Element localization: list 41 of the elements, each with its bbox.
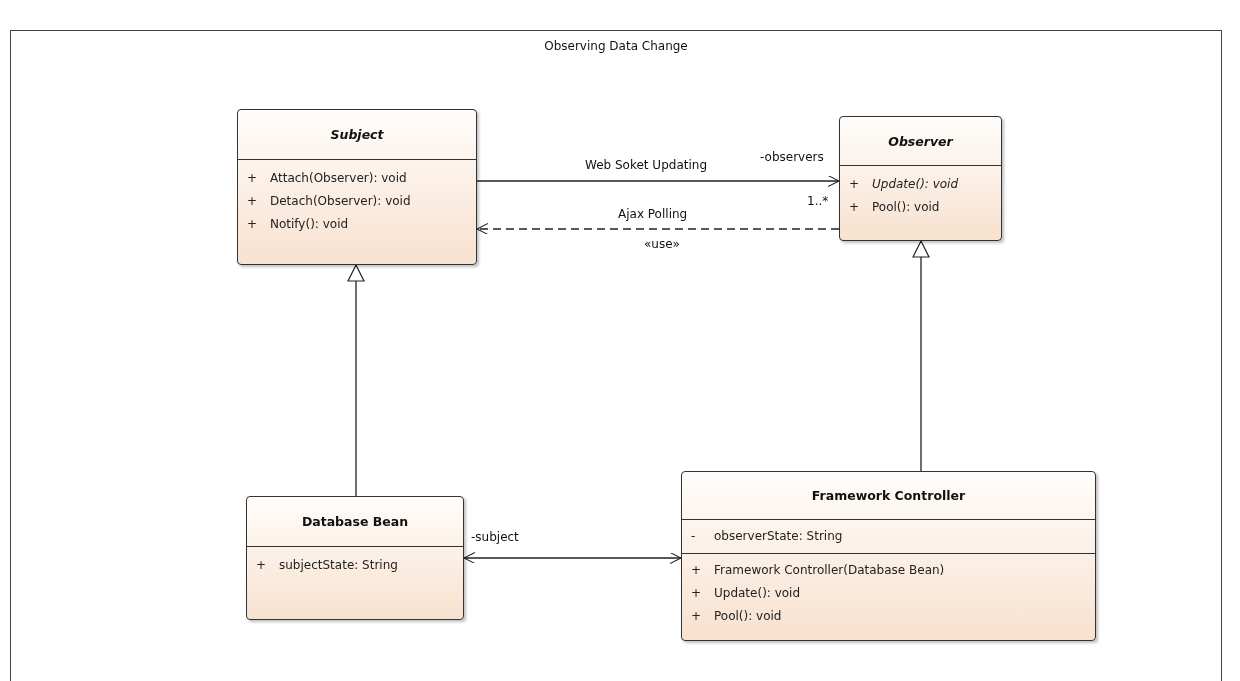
- visibility-symbol: +: [246, 170, 259, 185]
- role-label: -observers: [760, 150, 824, 164]
- generalization-arrow: [347, 264, 365, 497]
- member-signature: Detach(Observer): void: [270, 193, 411, 208]
- member-signature: Framework Controller(Database Bean): [714, 562, 945, 577]
- role-label: 1..*: [807, 194, 829, 208]
- member-signature: Update(): void: [714, 585, 801, 600]
- member-signature: observerState: String: [714, 528, 843, 543]
- visibility-symbol: +: [690, 562, 703, 577]
- member-signature: Attach(Observer): void: [270, 170, 407, 185]
- member-signature: Notify(): void: [270, 216, 349, 231]
- class-box: [237, 109, 477, 265]
- member-signature: Pool(): void: [872, 199, 940, 214]
- edge-label: -subject: [471, 530, 519, 544]
- edge-label: Ajax Polling: [618, 207, 688, 221]
- visibility-symbol: +: [848, 176, 861, 191]
- visibility-symbol: +: [690, 585, 703, 600]
- class-box: [246, 496, 464, 620]
- member-signature: subjectState: String: [279, 557, 398, 572]
- visibility-symbol: +: [246, 216, 259, 231]
- visibility-symbol: +: [690, 608, 703, 623]
- class-name: Database Bean: [301, 514, 409, 529]
- class-name: Framework Controller: [811, 488, 966, 503]
- frame-title: Observing Data Change: [544, 39, 688, 53]
- class-box: [681, 471, 1096, 641]
- association-arrow: [476, 223, 840, 235]
- visibility-symbol: -: [690, 528, 697, 543]
- association-arrow: [476, 175, 840, 187]
- class-name: Observer: [888, 133, 953, 149]
- member-signature: Pool(): void: [714, 608, 782, 623]
- class-box: [839, 116, 1002, 241]
- edge-label: Web Soket Updating: [585, 158, 707, 172]
- generalization-arrow: [912, 240, 930, 472]
- visibility-symbol: +: [848, 199, 861, 214]
- visibility-symbol: +: [246, 193, 259, 208]
- class-name: Subject: [330, 127, 384, 142]
- visibility-symbol: +: [255, 557, 268, 572]
- member-signature: Update(): void: [872, 176, 959, 191]
- diagram-frame: [10, 30, 1222, 681]
- role-label: «use»: [644, 237, 680, 251]
- association-arrow: [463, 552, 682, 564]
